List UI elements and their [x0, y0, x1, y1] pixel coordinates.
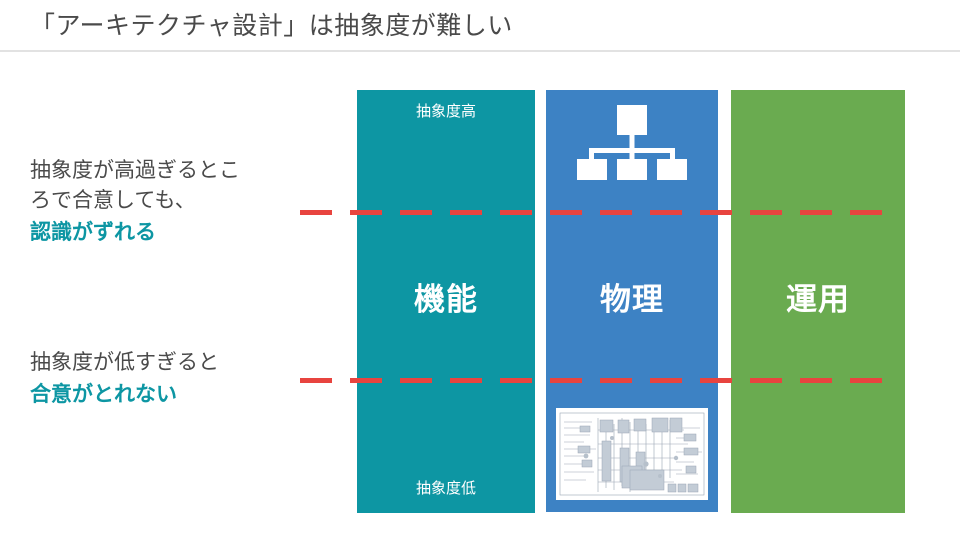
column-operational: 運用: [731, 90, 905, 513]
note-upper-line2: ろで合意しても、: [30, 189, 196, 212]
column-functional-label: 機能: [414, 282, 478, 317]
note-lower-line1: 抽象度が低すぎると: [30, 351, 219, 374]
column-functional: 抽象度高 機能 抽象度低: [357, 90, 535, 513]
note-lower-emphasis: 合意がとれない: [30, 383, 177, 406]
column-functional-top-label: 抽象度高: [415, 103, 476, 120]
threshold-line-upper: [300, 210, 882, 215]
column-operational-label: 運用: [786, 282, 850, 317]
note-lower: 抽象度が低すぎると 合意がとれない: [30, 348, 219, 412]
column-physical-label: 物理: [600, 282, 664, 317]
note-upper: 抽象度が高過ぎるとこ ろで合意しても、 認識がずれる: [30, 156, 240, 250]
column-physical: 物理: [546, 90, 718, 512]
wiring-diagram-thumbnail: [556, 408, 708, 500]
column-functional-bottom-label: 抽象度低: [415, 480, 476, 497]
threshold-line-lower: [300, 378, 882, 383]
abstraction-columns: 抽象度高 機能 抽象度低 物理: [357, 90, 905, 514]
note-upper-emphasis: 認識がずれる: [30, 221, 156, 244]
title-divider: [0, 50, 960, 52]
hierarchy-icon: [574, 105, 690, 183]
note-upper-line1: 抽象度が高過ぎるとこ: [30, 159, 240, 182]
page-title: 「アーキテクチャ設計」は抽象度が難しい: [30, 12, 513, 40]
